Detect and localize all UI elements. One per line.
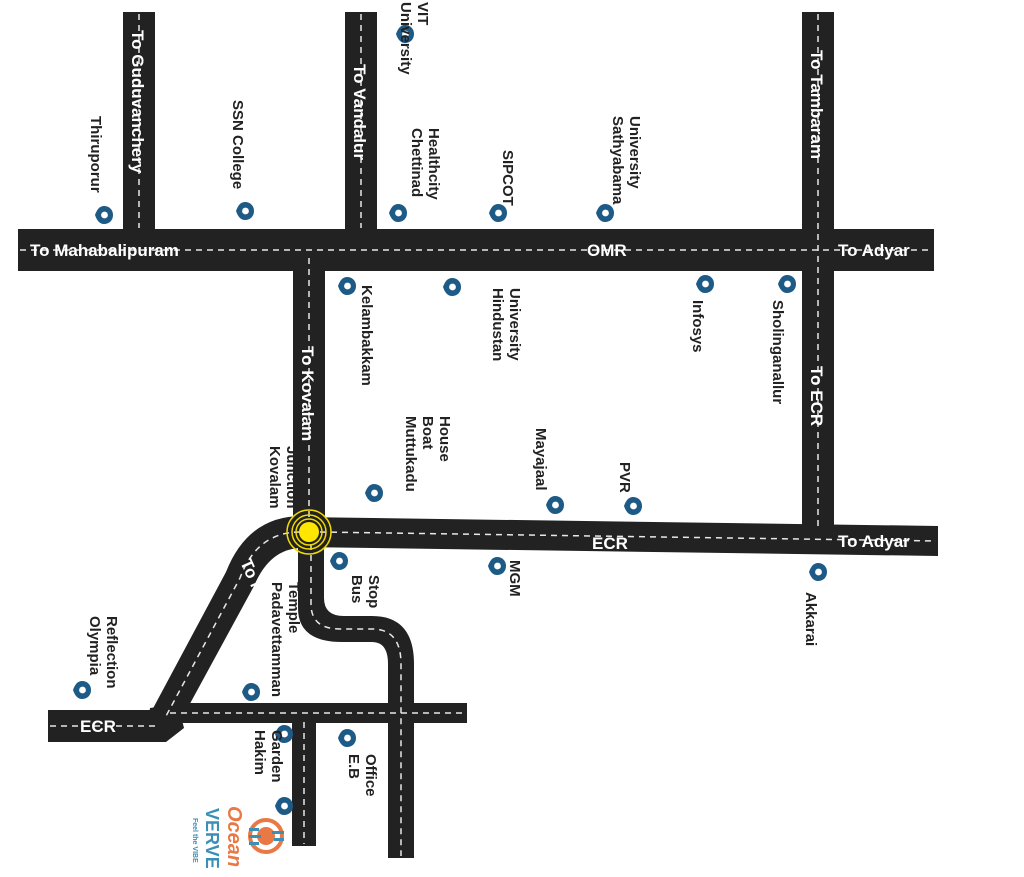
label-eb-office: E.BOffice bbox=[345, 754, 379, 797]
logo-line1: Ocean bbox=[223, 806, 245, 867]
pin-sathyabama[interactable] bbox=[596, 204, 614, 222]
road-label-adyar-ecr: To Adyar bbox=[838, 532, 910, 551]
place-labels: VITUniversity Thiruporur SSN College Che… bbox=[86, 2, 819, 797]
logo-line2: VERVE bbox=[202, 808, 222, 869]
pin-sholinganallur[interactable] bbox=[778, 275, 796, 293]
pin-muttukadu[interactable] bbox=[365, 484, 383, 502]
road-label-vandalur: To Vandalur bbox=[350, 64, 369, 160]
road-dashes bbox=[20, 14, 937, 856]
road-network bbox=[18, 12, 938, 858]
junction-middle-ring bbox=[291, 514, 327, 550]
road-label-adyar-omr: To Adyar bbox=[838, 241, 910, 260]
pin-pvr[interactable] bbox=[624, 497, 642, 515]
label-vit: VITUniversity bbox=[397, 2, 431, 75]
road-label-guduvanchery: To Guduvanchery bbox=[128, 30, 147, 174]
pin-hindustan[interactable] bbox=[443, 278, 461, 296]
pin-ssn[interactable] bbox=[236, 202, 254, 220]
pin-bus-stop[interactable] bbox=[330, 552, 348, 570]
label-hindustan: HindustanUniversity bbox=[489, 288, 523, 361]
road-label-kovalam: To Kovalam bbox=[298, 346, 317, 441]
pin-sipcot[interactable] bbox=[489, 204, 507, 222]
pin-padavettamman[interactable] bbox=[242, 683, 260, 701]
label-mayajaal: Mayajaal bbox=[532, 428, 549, 491]
label-sathyabama: SathyabamaUniversity bbox=[609, 116, 643, 205]
pin-kelambakkam[interactable] bbox=[338, 277, 356, 295]
label-infosys: Infosys bbox=[689, 300, 706, 353]
pin-thiruporur[interactable] bbox=[95, 206, 113, 224]
junction-inner-ring bbox=[295, 518, 323, 546]
road-label-ecr-south: ECR bbox=[80, 717, 116, 736]
label-sholinganallur: Sholinganallur bbox=[769, 300, 786, 404]
label-sipcot: SIPCOT bbox=[499, 150, 516, 206]
pin-akkarai[interactable] bbox=[809, 563, 827, 581]
label-kelambakkam: Kelambakkam bbox=[358, 285, 375, 386]
junction-dot bbox=[299, 522, 319, 542]
road-label-ecr-main: ECR bbox=[592, 534, 628, 553]
label-ssn: SSN College bbox=[229, 100, 246, 189]
road-label-mahabalipuram-omr: To Mahabalipuram bbox=[30, 241, 179, 260]
ocean-verve-logo: Ocean VERVE Feel the VIBE bbox=[191, 806, 284, 869]
road-bus-stop bbox=[298, 540, 414, 858]
road-label-omr: OMR bbox=[587, 241, 627, 260]
road-ecr-mahabalipuram bbox=[150, 516, 302, 722]
pin-ocean-verve[interactable] bbox=[275, 797, 293, 815]
label-muttukadu: MuttukaduBoatHouse bbox=[402, 416, 453, 492]
label-padavettamman: PadavettammanTemple bbox=[268, 582, 302, 697]
label-kovalam-junction: KovalamJunction bbox=[266, 446, 300, 509]
pin-infosys[interactable] bbox=[696, 275, 714, 293]
logo-tagline: Feel the VIBE bbox=[191, 818, 198, 863]
label-hakim: HakimGarden bbox=[251, 730, 285, 783]
pin-mayajaal[interactable] bbox=[546, 496, 564, 514]
pin-eb-office[interactable] bbox=[338, 729, 356, 747]
label-pvr: PVR bbox=[616, 462, 633, 493]
label-bus-stop: BusStop bbox=[348, 575, 382, 608]
road-label-to-ecr: To ECR bbox=[807, 366, 826, 426]
road-label-tambaram: To Tambaram bbox=[807, 50, 826, 159]
junction-outer-ring bbox=[286, 509, 332, 555]
label-mgm: MGM bbox=[506, 560, 523, 597]
junction-marker[interactable] bbox=[286, 509, 332, 555]
label-thiruporur: Thiruporur bbox=[87, 116, 104, 193]
logo-sun-mark bbox=[248, 818, 284, 854]
pin-chettinad[interactable] bbox=[389, 204, 407, 222]
label-chettinad: ChettinadHealthcity bbox=[408, 128, 442, 200]
pin-mgm[interactable] bbox=[488, 557, 506, 575]
label-akkarai: Akkarai bbox=[802, 592, 819, 646]
label-olympia: OlympiaReflection bbox=[86, 616, 120, 689]
pin-olympia[interactable] bbox=[73, 681, 91, 699]
